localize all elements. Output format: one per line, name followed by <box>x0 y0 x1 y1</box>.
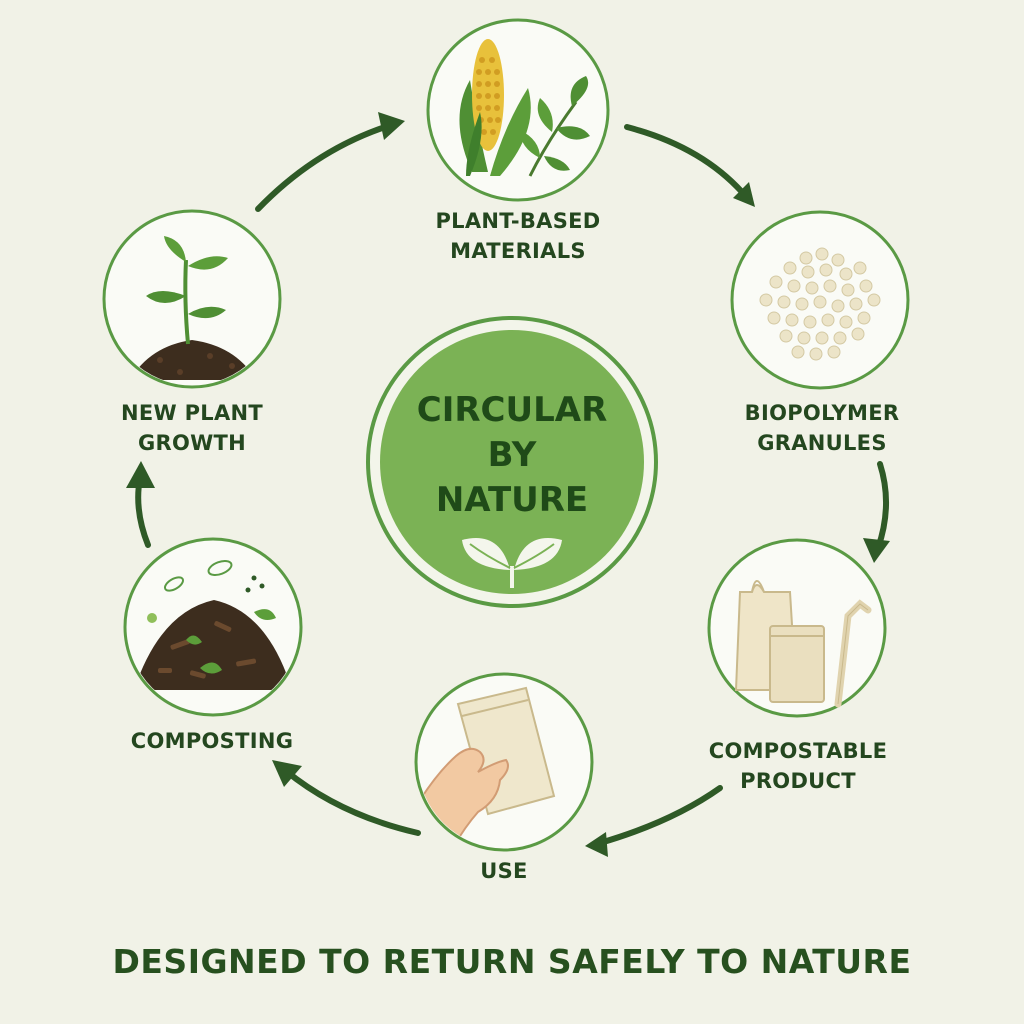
step-label-line: GROWTH <box>137 431 247 455</box>
step-label-growth: NEW PLANT GROWTH <box>121 398 263 458</box>
step-label-product: COMPOSTABLE PRODUCT <box>709 736 888 796</box>
step-label-composting: COMPOSTING <box>131 726 293 756</box>
step-product-circle <box>707 538 887 718</box>
step-label-line: COMPOSTING <box>130 729 294 753</box>
step-growth-circle <box>102 209 282 389</box>
arrow-use-to-composting <box>283 768 421 836</box>
footer-tagline: DESIGNED TO RETURN SAFELY TO NATURE <box>112 942 912 981</box>
leaf-sprout-icon <box>462 538 562 588</box>
bags-and-straw-icon <box>734 580 872 708</box>
step-label-line: MATERIALS <box>450 239 586 263</box>
step-composting-circle <box>123 537 303 717</box>
center-title: CIRCULAR BY NATURE <box>417 388 608 523</box>
corn-and-leaves-icon <box>459 39 590 177</box>
arrow-heads <box>126 112 890 857</box>
center-title-line: BY <box>487 435 537 475</box>
step-use-circle <box>414 672 594 852</box>
step-label-line: GRANULES <box>757 431 887 455</box>
step-granules-circle <box>730 210 910 390</box>
step-label-line: USE <box>480 859 528 883</box>
arrow-composting-to-growth <box>135 475 151 548</box>
center-title-line: CIRCULAR <box>416 390 608 430</box>
arrow-head-icon <box>733 182 755 207</box>
arrow-head-icon <box>126 461 155 488</box>
step-label-granules: BIOPOLYMER GRANULES <box>745 398 900 458</box>
cycle-arrows <box>135 123 889 846</box>
compost-pile-icon <box>134 560 292 690</box>
arrow-head-icon <box>272 760 302 787</box>
arrow-granules-to-product <box>875 461 889 551</box>
step-label-use: USE <box>480 856 527 886</box>
step-label-line: COMPOSTABLE <box>708 739 888 763</box>
step-label-plant-based: PLANT-BASED MATERIALS <box>435 206 600 266</box>
center-title-line: NATURE <box>435 480 589 520</box>
step-label-line: NEW PLANT <box>120 401 264 425</box>
step-label-line: PRODUCT <box>740 769 856 793</box>
center-badge <box>366 316 658 608</box>
step-plant-based-circle <box>426 18 610 202</box>
step-label-line: BIOPOLYMER <box>744 401 900 425</box>
arrow-head-icon <box>378 112 405 140</box>
seedling-icon <box>130 236 256 380</box>
arrow-product-to-use <box>597 785 723 846</box>
step-label-line: PLANT-BASED <box>435 209 601 233</box>
arrow-plant-to-granules <box>624 124 745 195</box>
granules-icon <box>759 247 881 361</box>
arrow-head-icon <box>585 832 608 857</box>
arrow-growth-to-plant <box>255 123 391 212</box>
arrow-head-icon <box>863 538 890 563</box>
